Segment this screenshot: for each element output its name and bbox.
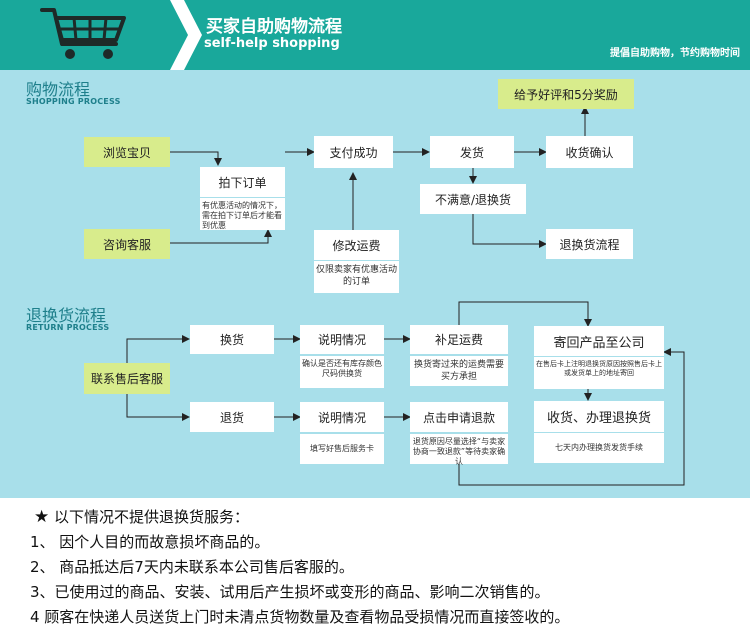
apply-refund-note: 退货原因尽量选择“与卖家协商一致退款”等待卖家确认 (410, 434, 508, 466)
explain-exchange-note: 确认是否还有库存颜色尺码供换货 (300, 356, 384, 388)
page-subtitle: self-help shopping (204, 36, 340, 51)
shopping-section-subtitle: SHOPPING PROCESS (26, 97, 121, 106)
header-slogan: 提倡自助购物，节约购物时间 (610, 48, 740, 59)
send-back-note: 在售后卡上注明退换货原因按照售后卡上或发货单上的地址寄回 (534, 357, 664, 389)
policy-item: 2、 商品抵达后7天内未联系本公司售后客服的。 (30, 558, 354, 576)
step-refund: 退货 (190, 402, 274, 432)
process-panel: 购物流程 SHOPPING PROCESS 浏览宝贝 咨询客服 拍下订单 有优惠… (0, 70, 750, 498)
return-section-subtitle: RETURN PROCESS (26, 323, 110, 332)
policy-title: ★ 以下情况不提供退换货服务： (34, 507, 250, 527)
policy-item: 3、已使用过的商品、安装、试用后产生损坏或变形的商品、影响二次销售的。 (30, 583, 550, 601)
shopping-cart-icon (40, 8, 126, 59)
receive-process-note: 七天内办理换货发货手续 (534, 433, 664, 463)
return-section-title: 退换货流程 (26, 306, 107, 325)
policy-item: 1、 因个人目的而故意损坏商品的。 (30, 533, 270, 551)
step-explain-exchange: 说明情况 (300, 325, 384, 354)
step-receive-process: 收货、办理退换货 (534, 401, 664, 432)
step-send-back: 寄回产品至公司 (534, 326, 664, 356)
step-ship: 发货 (430, 136, 514, 168)
step-apply-refund: 点击申请退款 (410, 402, 508, 432)
step-return-flow: 退换货流程 (546, 229, 633, 259)
page-title: 买家自助购物流程 (206, 17, 342, 37)
supplement-freight-note: 换货寄过来的运费需要买方承担 (410, 356, 508, 386)
star-icon: ★ (34, 507, 50, 527)
step-exchange: 换货 (190, 325, 274, 354)
step-confirm-receipt: 收货确认 (546, 136, 633, 168)
step-reward: 给予好评和5分奖励 (498, 79, 634, 109)
step-supplement-freight: 补足运费 (410, 325, 508, 354)
step-pay: 支付成功 (314, 136, 393, 168)
step-contact-service: 联系售后客服 (84, 363, 170, 394)
policy-section: ★ 以下情况不提供退换货服务： 1、 因个人目的而故意损坏商品的。 2、 商品抵… (0, 498, 750, 639)
policy-item: 4 顾客在快递人员送货上门时未清点货物数量及查看物品受损情况而直接签收的。 (30, 608, 570, 626)
explain-refund-note: 填写好售后服务卡 (300, 434, 384, 464)
modify-freight-note: 仅限卖家有优惠活动的订单 (314, 261, 399, 293)
step-unsatisfied: 不满意/退换货 (420, 184, 526, 214)
step-explain-refund: 说明情况 (300, 402, 384, 432)
step-modify-freight: 修改运费 (314, 230, 399, 260)
step-browse: 浏览宝贝 (84, 137, 170, 167)
order-note: 有优惠活动的情况下，需在拍下订单后才能看到优惠 (200, 198, 285, 230)
chevron-right-icon (170, 0, 202, 70)
header-banner: 买家自助购物流程 self-help shopping 提倡自助购物，节约购物时… (0, 0, 750, 70)
step-order: 拍下订单 (200, 167, 285, 197)
shopping-section-title: 购物流程 (26, 80, 91, 99)
step-consult: 咨询客服 (84, 229, 170, 259)
